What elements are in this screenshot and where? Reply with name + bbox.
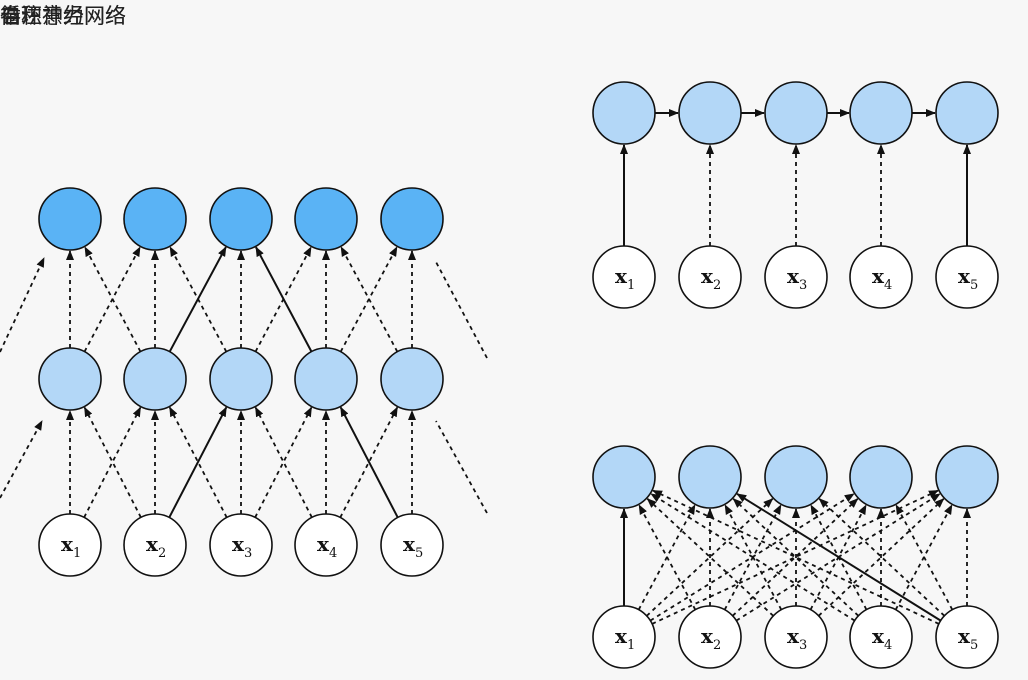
rnn-input-node-3 <box>764 245 828 309</box>
cnn-output-node-1 <box>38 187 102 251</box>
cnn-input-node-2 <box>123 513 187 577</box>
att-input-node-5 <box>935 605 999 669</box>
rnn-input-node-1 <box>592 245 656 309</box>
cnn-title: 卷积神经网络 <box>0 4 126 28</box>
cnn-output-node-3 <box>209 187 273 251</box>
att-output-node-3 <box>764 445 828 509</box>
cnn-edge-x5-h4 <box>339 406 399 518</box>
cnn-edge-h1-o2 <box>83 246 141 353</box>
rnn-hidden-node-1 <box>592 81 656 145</box>
att-input-node-2 <box>678 605 742 669</box>
cnn-edge-h2-o3 <box>168 246 227 353</box>
cnn-hidden-node-4 <box>294 347 358 411</box>
att-edge-x2-o1 <box>638 504 697 611</box>
cnn-input-node-3 <box>209 513 273 577</box>
cnn-edge-pad-right-hidden <box>435 420 488 514</box>
cnn-output-node-4 <box>294 187 358 251</box>
rnn-hidden-node-2 <box>678 81 742 145</box>
attention-title: 自注意力 <box>0 4 84 28</box>
cnn-hidden-node-5 <box>380 347 444 411</box>
cnn-edge-pad-left-hidden <box>0 420 43 499</box>
att-output-node-1 <box>592 445 656 509</box>
cnn-output-node-2 <box>123 187 187 251</box>
att-edge-x5-o2 <box>736 493 942 622</box>
cnn-edge-pad-left-output <box>0 257 45 353</box>
cnn-edge-h4-o5 <box>339 246 398 353</box>
rnn-hidden-node-3 <box>764 81 828 145</box>
att-output-node-2 <box>678 445 742 509</box>
att-input-node-4 <box>849 605 913 669</box>
rnn-hidden-node-4 <box>849 81 913 145</box>
rnn-title: 循环神经网络 <box>0 4 126 28</box>
rnn-input-node-2 <box>678 245 742 309</box>
cnn-output-node-5 <box>380 187 444 251</box>
rnn-input-node-5 <box>935 245 999 309</box>
att-edge-x5-o4 <box>895 504 954 611</box>
att-output-node-5 <box>935 445 999 509</box>
cnn-edge-x2-h3 <box>168 406 228 518</box>
att-input-node-1 <box>592 605 656 669</box>
cnn-input-node-4 <box>294 513 358 577</box>
rnn-hidden-node-5 <box>935 81 999 145</box>
cnn-input-node-1 <box>38 513 102 577</box>
cnn-edge-h3-o4 <box>254 246 312 353</box>
cnn-input-node-5 <box>380 513 444 577</box>
att-output-node-4 <box>849 445 913 509</box>
att-edge-x3-o2 <box>724 504 783 611</box>
cnn-edge-pad-right-output <box>435 261 488 359</box>
cnn-hidden-node-3 <box>209 347 273 411</box>
att-input-node-3 <box>764 605 828 669</box>
rnn-input-node-4 <box>849 245 913 309</box>
cnn-hidden-node-1 <box>38 347 102 411</box>
cnn-hidden-node-2 <box>123 347 187 411</box>
